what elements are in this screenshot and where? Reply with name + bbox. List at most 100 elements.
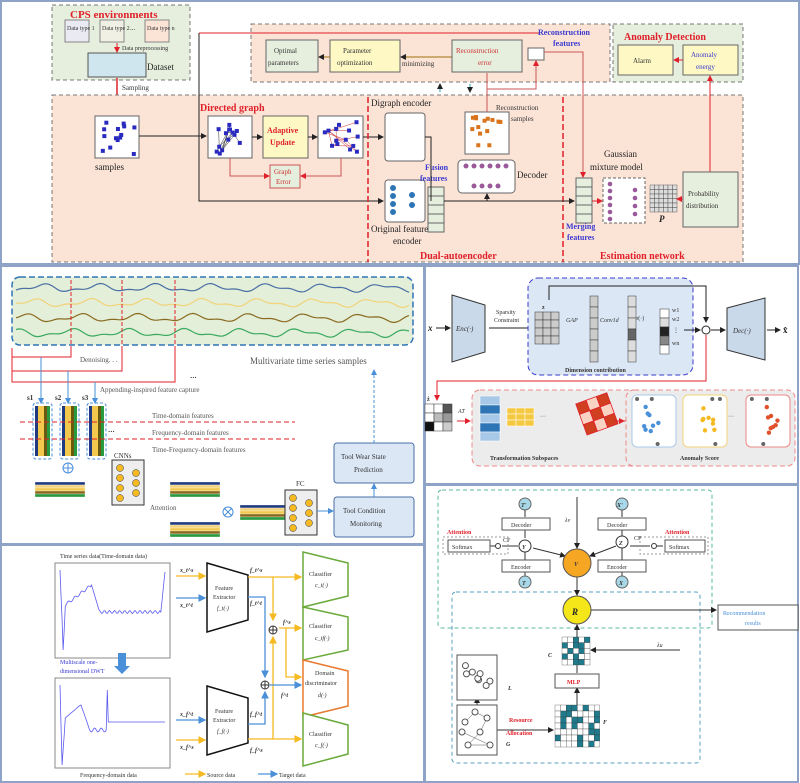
x-input-label: x [427, 323, 433, 333]
f-cell [588, 710, 595, 718]
f-matrix [554, 704, 600, 748]
gmm-neuron [607, 181, 613, 187]
z-hat-label: ẑ [427, 397, 430, 403]
vector-cell [589, 328, 599, 341]
mlp-box [554, 673, 600, 689]
z-cell [534, 335, 544, 345]
p-matrix [649, 184, 678, 213]
frequency-domain-title: Frequency-domain data [80, 773, 137, 779]
vector-cell [589, 306, 599, 319]
c-cell [573, 648, 579, 654]
anomaly-energy-label-1: Anomaly [691, 51, 718, 59]
weight-cell [659, 317, 670, 328]
merging-cell [575, 204, 593, 215]
p-cell [649, 189, 655, 195]
v-node [562, 548, 592, 578]
tool-condition-label-1: Tool Condition [343, 507, 386, 515]
x-prime-label: X' [616, 503, 623, 509]
graph-node [322, 130, 327, 135]
original-feature-label-2: encoder [393, 236, 421, 246]
reconstruction-features-label-2: features [553, 39, 580, 48]
cluster-point [648, 428, 653, 434]
reconstruction-samples-label-2: samples [511, 115, 534, 123]
cluster-point [773, 423, 778, 428]
reconstruction-point [485, 116, 490, 121]
p-cell [663, 193, 669, 199]
feature-bar-row [169, 521, 221, 526]
feature-column-group [32, 402, 53, 460]
weight-cell [659, 344, 670, 355]
g-node [483, 714, 491, 722]
graph-node [351, 143, 356, 148]
feature-bar-row [169, 524, 221, 529]
f-cell [594, 704, 600, 712]
feature-f-t: f^t [281, 693, 288, 699]
graph-edge [218, 129, 220, 147]
c-cell [584, 659, 591, 666]
classifier-time-fn: c_t(·) [315, 582, 328, 589]
ts-ellipsis: ··· [540, 414, 546, 420]
graph-node [230, 130, 235, 135]
z-hat-cell [433, 403, 444, 414]
probability-distribution-box [682, 171, 739, 228]
reconstruction-point [470, 115, 475, 120]
sample-point [119, 132, 124, 137]
dimension-contribution-label: Dimension contribution [565, 368, 627, 374]
yellow-matrix-cell [515, 419, 526, 427]
sigma-label: σ(·) [635, 315, 644, 322]
sample-point [108, 145, 113, 150]
input-x-t-t: x_t^t [179, 603, 193, 609]
dataset-icon [87, 52, 147, 78]
dataset-label: Dataset [147, 62, 174, 72]
f-cell [566, 734, 572, 742]
feature-bar-row [169, 527, 221, 532]
t-prime-label: T' [521, 503, 527, 509]
optimal-parameters-box [265, 39, 319, 73]
f-cell [571, 728, 578, 736]
cnns-label: CNNs [114, 452, 132, 460]
parameter-optimization-box [329, 39, 401, 73]
f-cell [588, 740, 595, 748]
time-domain-signal [59, 569, 166, 651]
p-cell [667, 207, 673, 213]
left-encoder-box [501, 559, 551, 573]
p-cell [672, 193, 678, 199]
l-node [486, 677, 494, 685]
feature-column-stripe [41, 406, 44, 456]
p-cell [654, 189, 660, 195]
p-cell [649, 202, 655, 208]
z-hat-cell [442, 403, 453, 414]
feature-f-s: f^s [283, 620, 291, 626]
fusion-cell [427, 186, 445, 197]
feature-f-f-t: f_f^t [250, 712, 262, 718]
c-cell [584, 642, 591, 649]
f-cell [560, 716, 567, 724]
p-cell [649, 184, 655, 190]
cluster-point [702, 428, 708, 433]
w-ellipsis: ⋮ [673, 328, 679, 334]
reconstruction-point [482, 118, 487, 123]
l-label: L [507, 686, 512, 692]
vector-columns [589, 295, 670, 363]
graph-edge [328, 130, 358, 152]
f-cell [582, 716, 589, 724]
cluster-point [641, 423, 647, 429]
l-node [461, 662, 469, 670]
time-feature-extractor [206, 561, 249, 634]
sample-point [115, 126, 120, 131]
feature-column-stripe [71, 406, 74, 456]
feature-bar-row [169, 481, 221, 486]
parameter-optimization-label-1: Parameter [343, 47, 372, 55]
feature-bar-row [239, 504, 291, 509]
gmm-neuron [607, 202, 613, 208]
sample-point [102, 134, 107, 139]
time-domain-plot [54, 562, 171, 659]
z-hat-cell [433, 421, 444, 432]
feature-bar-row [239, 510, 291, 515]
reconstruction-sample-points [470, 115, 503, 148]
classifier-time-frequency [302, 606, 349, 661]
reconstruction-point [476, 125, 481, 130]
graph-node [217, 144, 222, 149]
t-node [518, 575, 532, 589]
